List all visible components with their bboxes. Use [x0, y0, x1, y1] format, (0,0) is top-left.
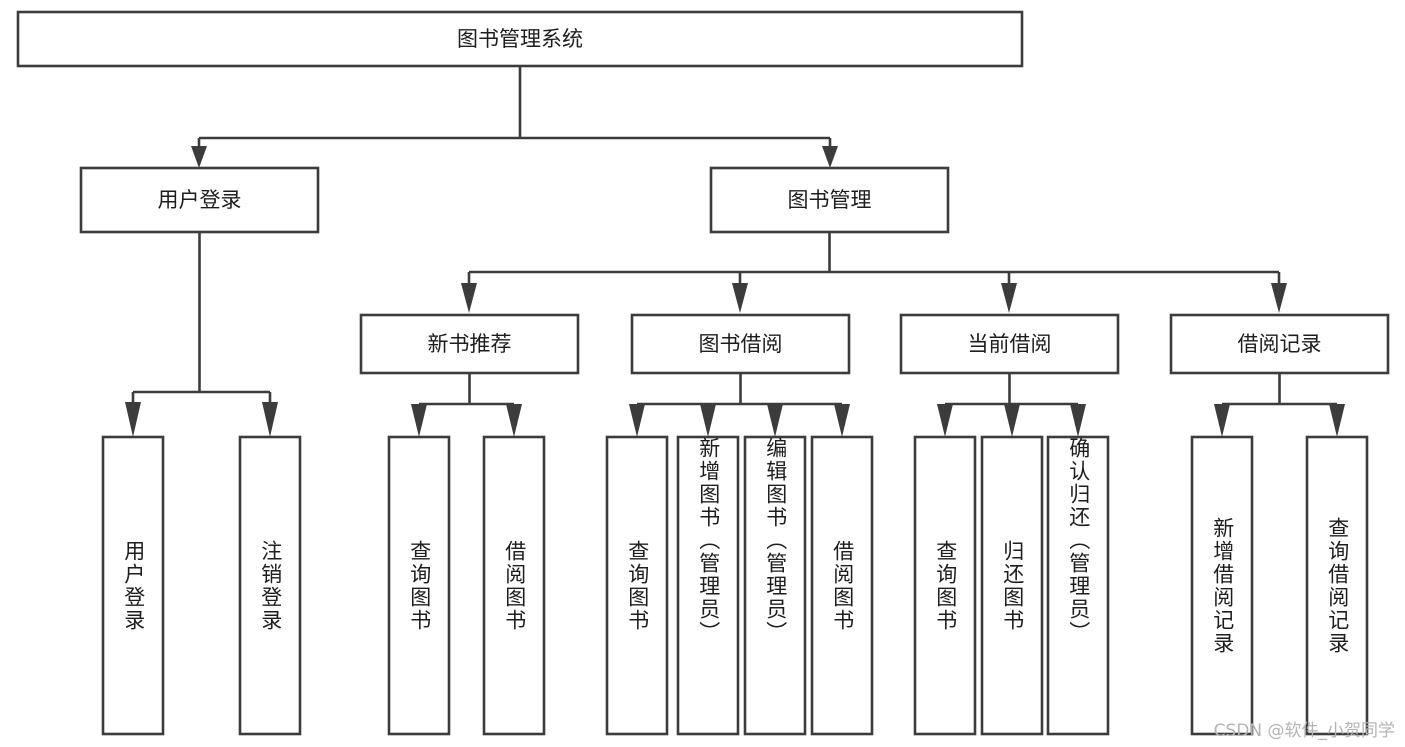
leaf-box-br-1[interactable]: [1190, 435, 1254, 736]
arrowhead-cb-leaf-2: [1004, 404, 1020, 437]
node-new-book-recommend[interactable]: 新书推荐: [359, 313, 580, 375]
arrowhead-level3-1: [461, 283, 477, 313]
leaf-box-cb-1[interactable]: [913, 435, 977, 736]
node-current-borrow-label: 当前借阅: [968, 332, 1052, 356]
arrowhead-br-leaf-2: [1329, 404, 1345, 437]
csdn-watermark: CSDN @软件_小贺同学: [1213, 721, 1395, 741]
node-root[interactable]: 图书管理系统: [16, 10, 1024, 68]
leaf-box-user-login-1[interactable]: [101, 435, 165, 736]
arrowhead-level3-4: [1271, 283, 1287, 313]
arrowhead-level3-2: [732, 283, 748, 313]
arrowhead-book-manage: [822, 146, 838, 168]
node-borrow-record-box: [1169, 313, 1390, 375]
arrowhead-user-login: [191, 146, 207, 168]
connector-book-borrow-to-leaves: [629, 373, 850, 437]
arrowhead-cb-leaf-3: [1070, 404, 1086, 437]
connector-book-manage-to-level3: [461, 232, 1287, 313]
node-book-borrow-label: 图书借阅: [699, 332, 783, 356]
node-current-borrow-box: [899, 313, 1120, 375]
node-root-box: [16, 10, 1024, 68]
arrowhead-level3-3: [1001, 283, 1017, 313]
arrowhead-bb-leaf-1: [629, 404, 645, 437]
arrowhead-bb-leaf-2: [700, 404, 716, 437]
arrowhead-nbr-leaf-2: [506, 404, 522, 437]
connector-root-to-level2: [191, 66, 838, 168]
node-borrow-record[interactable]: 借阅记录: [1169, 313, 1390, 375]
leaf-box-cb-2[interactable]: [980, 435, 1044, 736]
node-new-book-recommend-box: [359, 313, 580, 375]
node-root-label: 图书管理系统: [457, 27, 583, 51]
connector-new-book-recommend-to-leaves: [411, 373, 522, 437]
node-borrow-record-label: 借阅记录: [1238, 332, 1322, 356]
node-book-borrow[interactable]: 图书借阅: [630, 313, 851, 375]
leaf-box-bb-4[interactable]: [810, 435, 874, 736]
leaf-box-user-login-2[interactable]: [238, 435, 302, 736]
node-book-manage-label: 图书管理: [788, 188, 872, 212]
node-user-login[interactable]: 用户登录: [79, 166, 320, 234]
arrowhead-bb-leaf-4: [834, 404, 850, 437]
leaf-box-bb-2[interactable]: [676, 435, 740, 736]
node-user-login-label: 用户登录: [158, 188, 242, 212]
leaf-box-nbr-1[interactable]: [387, 435, 451, 736]
arrowhead-leaf-user-login-2: [262, 402, 278, 437]
leaf-box-bb-1[interactable]: [605, 435, 669, 736]
connector-borrow-record-to-leaves: [1214, 373, 1345, 437]
leaf-box-br-2[interactable]: [1305, 435, 1369, 736]
connector-user-login-to-leaves: [125, 232, 278, 437]
arrowhead-leaf-user-login-1: [125, 402, 141, 437]
arrowhead-cb-leaf-1: [937, 404, 953, 437]
node-book-manage-box: [709, 166, 950, 234]
node-book-borrow-box: [630, 313, 851, 375]
leaf-box-cb-3[interactable]: [1046, 435, 1110, 736]
node-current-borrow[interactable]: 当前借阅: [899, 313, 1120, 375]
arrowhead-bb-leaf-3: [767, 404, 783, 437]
leaf-box-nbr-2[interactable]: [482, 435, 546, 736]
node-new-book-recommend-label: 新书推荐: [428, 332, 512, 356]
arrowhead-br-leaf-1: [1214, 404, 1230, 437]
leaf-box-bb-3[interactable]: [743, 435, 807, 736]
connector-current-borrow-to-leaves: [937, 373, 1086, 437]
node-book-manage[interactable]: 图书管理: [709, 166, 950, 234]
arrowhead-nbr-leaf-1: [411, 404, 427, 437]
